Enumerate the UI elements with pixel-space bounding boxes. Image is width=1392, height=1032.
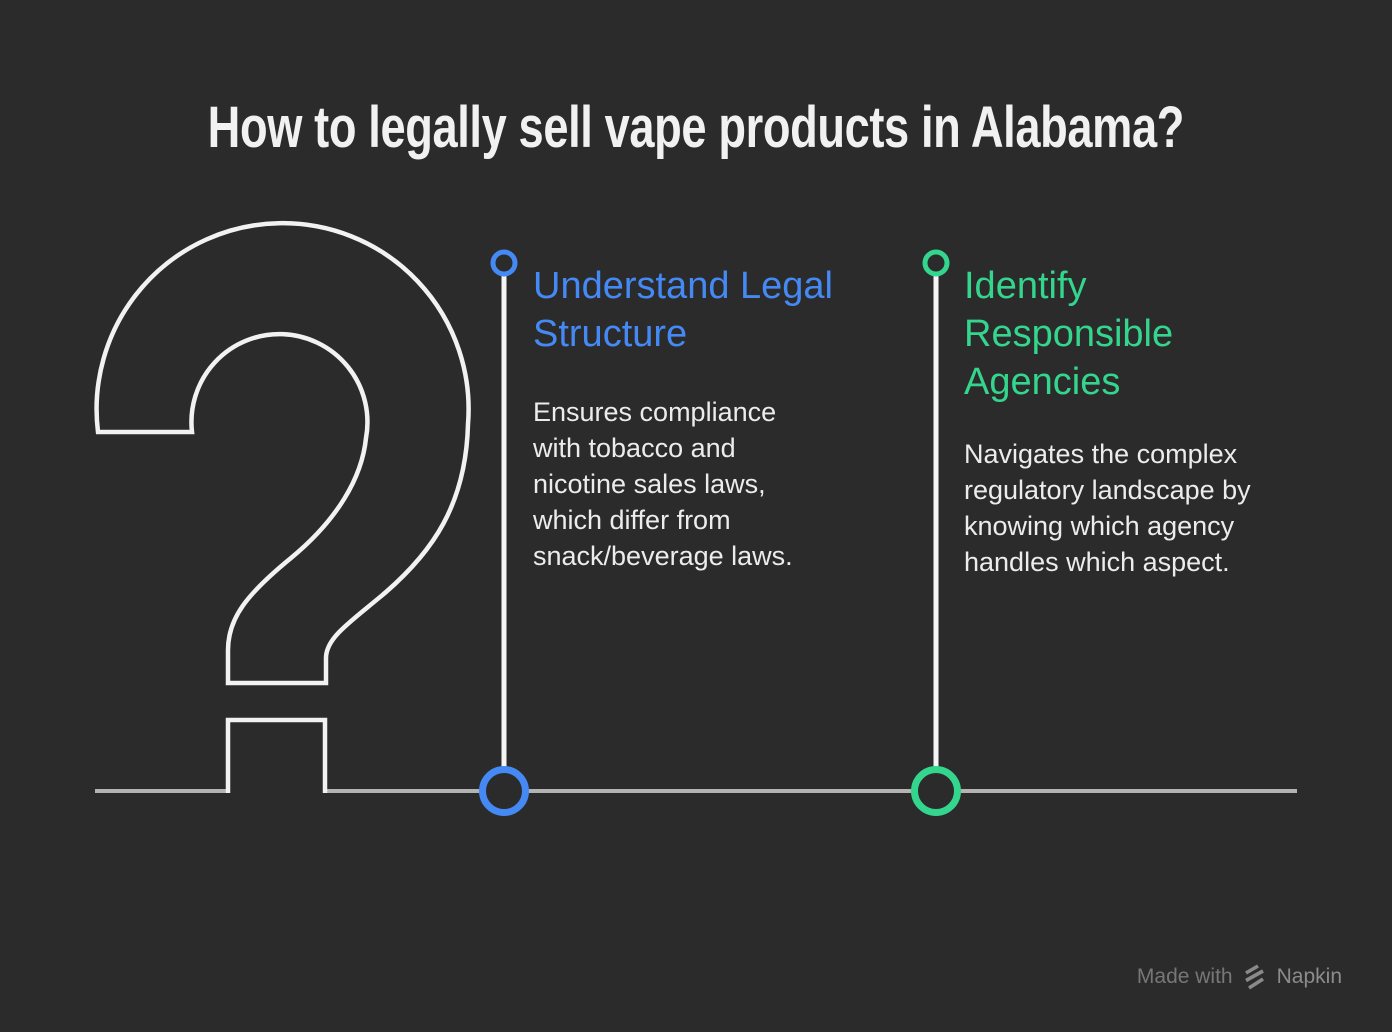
milestone-1-timeline-node <box>479 766 529 816</box>
milestone-1-marker-circle <box>490 249 518 277</box>
milestone-1: Understand Legal Structure Ensures compl… <box>533 262 893 682</box>
watermark-brand: Napkin <box>1276 965 1342 988</box>
milestone-1-heading: Understand Legal Structure <box>533 265 833 355</box>
watermark-prefix: Made with <box>1136 965 1233 988</box>
page-title-text: How to legally sell vape products in Ala… <box>207 95 1185 160</box>
milestone-2-marker-circle <box>922 249 950 277</box>
page-title: How to legally sell vape products in Ala… <box>0 96 1392 160</box>
milestone-2-heading: Identify Responsible Agencies <box>964 265 1174 403</box>
watermark: Made with Napkin <box>1137 964 1342 990</box>
napkin-logo-icon <box>1244 964 1264 990</box>
milestone-1-description: Ensures compliance with tobacco and nico… <box>533 397 793 571</box>
milestone-2-description: Navigates the complex regulatory landsca… <box>964 439 1251 577</box>
milestone-2-timeline-node <box>911 766 961 816</box>
question-mark-outline <box>94 220 471 686</box>
question-mark-dot <box>225 717 328 793</box>
milestone-2: Identify Responsible Agencies Navigates … <box>964 262 1324 682</box>
